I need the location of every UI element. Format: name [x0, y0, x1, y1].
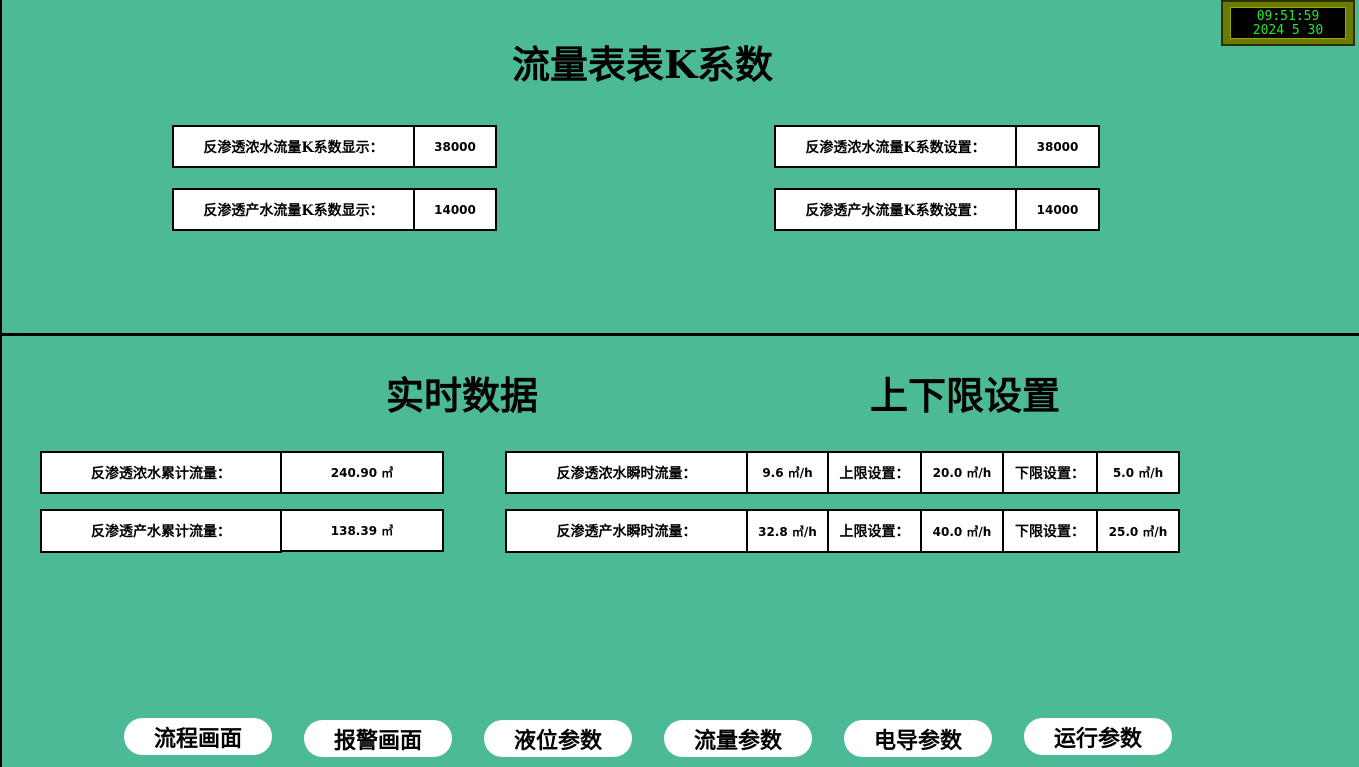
concentrate-instant-label: 反渗透浓水瞬时流量：	[505, 451, 748, 494]
product-upper-label: 上限设置：	[827, 509, 922, 553]
product-cumulative-label: 反渗透产水累计流量：	[40, 509, 282, 553]
product-upper-input[interactable]: 40.0 ㎥/h	[920, 509, 1004, 553]
product-instant-value: 32.8 ㎥/h	[746, 509, 829, 553]
concentrate-upper-label: 上限设置：	[827, 451, 922, 494]
concentrate-k-setting-label: 反渗透浓水流量K系数设置：	[774, 125, 1017, 168]
clock-date: 2024 5 30	[1252, 23, 1324, 38]
concentrate-lower-label: 下限设置：	[1002, 451, 1098, 494]
realtime-title: 实时数据	[386, 373, 539, 418]
concentrate-cumulative-label: 反渗透浓水累计流量：	[40, 451, 282, 494]
nav-process-screen-button[interactable]: 流程画面	[124, 718, 272, 755]
nav-flow-params-button[interactable]: 流量参数	[664, 720, 812, 757]
product-cumulative-value: 138.39 ㎥	[280, 509, 444, 552]
nav-level-params-button[interactable]: 液位参数	[484, 720, 632, 757]
clock-widget: 09:51:59 2024 5 30	[1221, 0, 1355, 46]
product-k-setting-label: 反渗透产水流量K系数设置：	[774, 188, 1017, 231]
nav-run-params-button[interactable]: 运行参数	[1024, 718, 1172, 755]
concentrate-upper-input[interactable]: 20.0 ㎥/h	[920, 451, 1004, 494]
concentrate-k-display-label: 反渗透浓水流量K系数显示：	[172, 125, 415, 168]
product-instant-label: 反渗透产水瞬时流量：	[505, 509, 748, 553]
nav-alarm-screen-button[interactable]: 报警画面	[304, 720, 452, 757]
product-k-display-label: 反渗透产水流量K系数显示：	[172, 188, 415, 231]
section-divider	[0, 333, 1359, 336]
product-k-display-value: 14000	[413, 188, 497, 231]
limits-title: 上下限设置	[870, 373, 1061, 418]
product-lower-label: 下限设置：	[1002, 509, 1098, 553]
left-frame-border	[0, 0, 2, 767]
nav-conductivity-params-button[interactable]: 电导参数	[844, 720, 992, 757]
product-k-setting-input[interactable]: 14000	[1015, 188, 1100, 231]
concentrate-cumulative-value: 240.90 ㎥	[280, 451, 444, 494]
clock-time: 09:51:59	[1256, 9, 1320, 24]
clock-display: 09:51:59 2024 5 30	[1230, 7, 1346, 39]
product-lower-input[interactable]: 25.0 ㎥/h	[1096, 509, 1180, 553]
concentrate-k-setting-input[interactable]: 38000	[1015, 125, 1100, 168]
concentrate-instant-value: 9.6 ㎥/h	[746, 451, 829, 494]
concentrate-lower-input[interactable]: 5.0 ㎥/h	[1096, 451, 1180, 494]
concentrate-k-display-value: 38000	[413, 125, 497, 168]
k-section-title: 流量表表K系数	[512, 42, 774, 87]
